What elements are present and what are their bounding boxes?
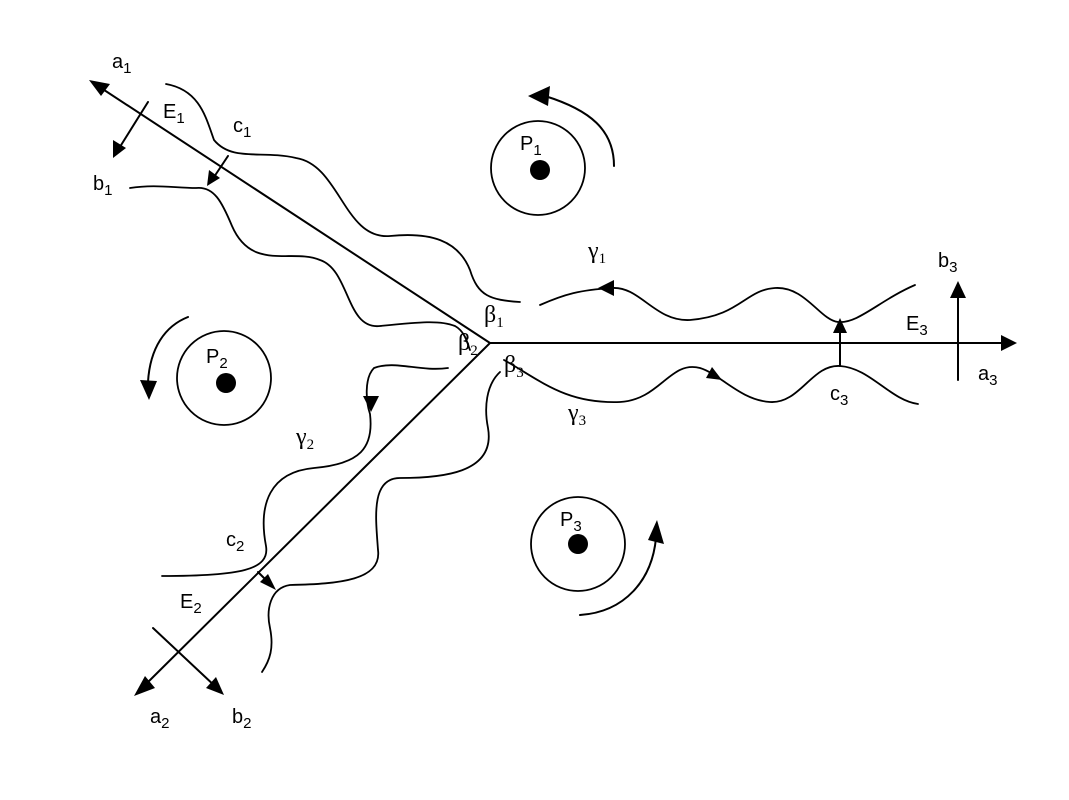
ring-p1 <box>490 120 586 216</box>
a1-arrowhead <box>89 80 110 96</box>
gamma2-direction-arrow <box>363 396 379 412</box>
label-b1: b1 <box>93 173 112 199</box>
dot-p2 <box>216 373 236 393</box>
gamma3-direction-arrow <box>706 367 722 380</box>
label-beta3: β3 <box>504 352 524 381</box>
rotation-arc-p2-head <box>140 380 157 400</box>
label-beta2: β2 <box>458 330 478 359</box>
label-e2: E2 <box>180 591 202 617</box>
label-a2: a2 <box>150 706 169 732</box>
label-gamma2: γ2 <box>295 424 314 453</box>
c1-arrowhead <box>207 170 220 186</box>
edge-e1 <box>94 83 491 344</box>
contour-b1-branch <box>129 185 471 351</box>
contour-lower <box>261 371 501 673</box>
rotation-arc-p2 <box>147 316 189 383</box>
label-gamma3: γ3 <box>567 400 586 429</box>
label-a1: a1 <box>112 51 131 77</box>
b3-arrowhead <box>950 281 966 298</box>
contour-gamma1 <box>539 284 916 323</box>
rotation-arc-p1-head <box>528 86 550 106</box>
contour-gamma3 <box>503 359 919 405</box>
label-p3: P3 <box>560 509 582 535</box>
rotation-arc-p3-head <box>648 520 664 544</box>
dot-p3 <box>568 534 588 554</box>
label-c1: c1 <box>233 115 251 141</box>
rotation-arc-p3 <box>579 537 657 616</box>
rotation-arc-p1 <box>544 95 615 167</box>
ring-p2 <box>176 330 272 426</box>
edge-e2 <box>139 342 491 691</box>
label-gamma1: γ1 <box>587 238 606 267</box>
axis-b2 <box>152 627 218 689</box>
label-p2: P2 <box>206 346 228 372</box>
label-e1: E1 <box>163 101 185 127</box>
label-c3: c3 <box>830 383 848 409</box>
contour-upper-left <box>165 83 521 303</box>
label-b3: b3 <box>938 250 957 276</box>
dot-p1 <box>530 160 550 180</box>
axis-b1 <box>117 101 149 151</box>
contour-gamma2 <box>161 364 449 577</box>
gamma1-direction-arrow <box>598 280 614 296</box>
label-a3: a3 <box>978 363 997 389</box>
a3-arrowhead <box>1001 335 1017 351</box>
c3-arrowhead <box>833 318 847 333</box>
label-c2: c2 <box>226 529 244 555</box>
label-b2: b2 <box>232 706 251 732</box>
label-e3: E3 <box>906 313 928 339</box>
c2-arrowhead <box>260 574 276 590</box>
label-p1: P1 <box>520 133 542 159</box>
ring-p3 <box>530 496 626 592</box>
b2-arrowhead <box>206 677 224 695</box>
label-beta1: β1 <box>484 302 504 331</box>
a2-arrowhead <box>134 676 155 696</box>
b1-arrowhead <box>113 140 126 158</box>
